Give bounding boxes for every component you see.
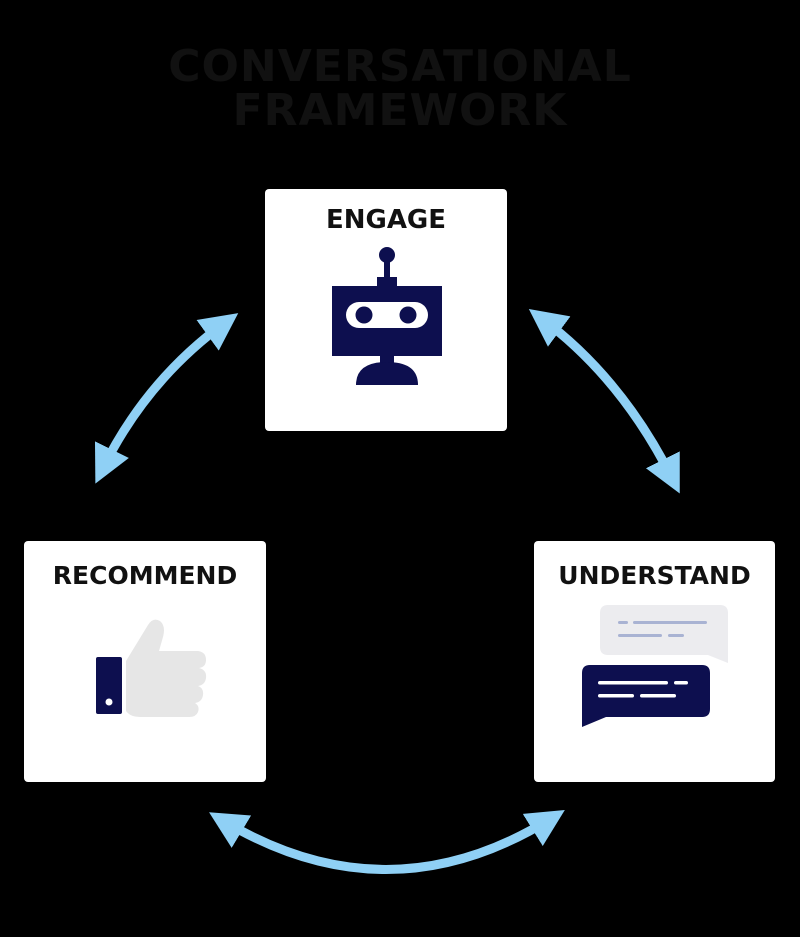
robot-icon [332, 247, 442, 385]
understand-label: UNDERSTAND [558, 561, 751, 590]
understand-card: UNDERSTAND [534, 541, 775, 782]
title-line-2: FRAMEWORK [232, 85, 568, 136]
title-line-1: CONVERSATIONAL [168, 41, 632, 92]
diagram-title: CONVERSATIONAL FRAMEWORK [0, 45, 800, 133]
arrow-recommend-understand [209, 810, 565, 874]
engage-card: ENGAGE [265, 189, 507, 431]
arrow-engage-understand [528, 308, 680, 494]
engage-label: ENGAGE [325, 205, 447, 235]
thumbs-up-icon [96, 619, 207, 717]
chat-bubbles-icon [582, 605, 728, 727]
recommend-card: RECOMMEND [24, 541, 266, 782]
recommend-label: RECOMMEND [52, 561, 238, 590]
arrow-engage-recommend [94, 313, 239, 484]
